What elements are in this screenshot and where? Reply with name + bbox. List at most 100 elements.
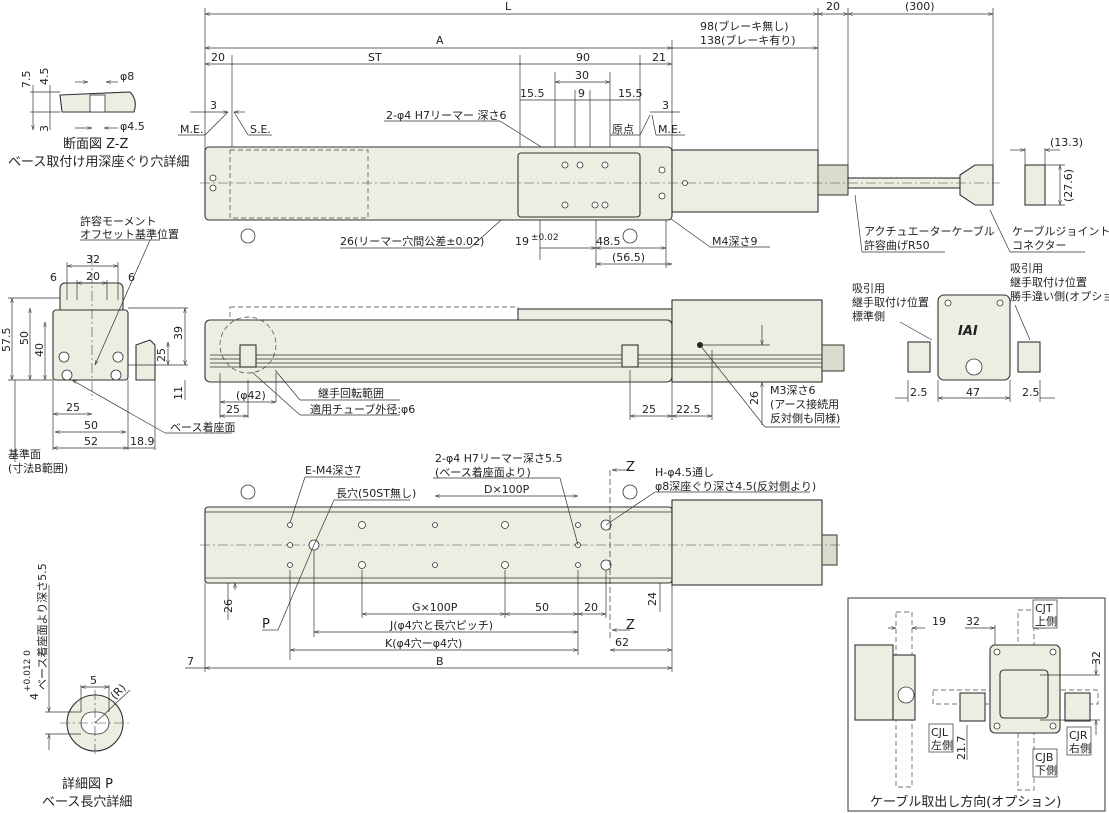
note-left-1: 吸引用 xyxy=(852,281,885,295)
iai-logo: IAI xyxy=(958,324,978,339)
detail-p: 5 (R) 4 +0.012 0 ベース着座面より深さ5.5 詳細図 P ベース… xyxy=(23,563,132,810)
note-rotation: 継手回転範囲 xyxy=(318,386,384,400)
section-marker-z-bottom: Z xyxy=(626,618,635,633)
section-subtitle: ベース取付け用深座ぐり穴詳細 xyxy=(8,154,189,170)
dim-K: K(φ4穴ーφ4穴) xyxy=(385,636,462,650)
dim-6b: 6 xyxy=(128,271,135,284)
label-cjr-side: 右側 xyxy=(1069,741,1091,755)
label-cjb-side: 下側 xyxy=(1035,764,1057,777)
label-me-1: M.E. xyxy=(180,123,203,136)
dim-phi42: (φ42) xyxy=(236,389,266,402)
dim-19-tol: ±0.02 xyxy=(531,233,559,243)
dim-4: 4 xyxy=(28,693,41,700)
dim-26: 26 xyxy=(222,599,235,613)
note-m3-2: (アース接続用 xyxy=(770,397,839,411)
side-view: (φ42) 25 継手回転範囲 適用チューブ外径:φ6 25 22.5 26 M… xyxy=(204,299,845,428)
dim-39: 39 xyxy=(172,326,185,340)
dim-18-9: 18.9 xyxy=(130,435,155,448)
note-reamer-2: (ベース着座面より) xyxy=(435,465,531,479)
dim-7-5: 7.5 xyxy=(20,71,33,89)
dim-phi4-5: φ4.5 xyxy=(120,120,145,133)
label-cjl: CJL xyxy=(931,726,949,739)
dim-57-5: 57.5 xyxy=(0,328,13,353)
note-h-1: H-φ4.5通し xyxy=(655,466,714,479)
bottom-view: E-M4深さ7 長穴(50ST無し) 2-φ4 H7リーマー深さ5.5 (ベース… xyxy=(185,452,840,672)
dim-40: 40 xyxy=(33,343,46,357)
detail-marker-p: P xyxy=(262,617,270,632)
label-cjt: CJT xyxy=(1035,602,1053,615)
section-zz: 7.5 4.5 3 φ8 φ4.5 断面図 Z-Z ベース取付け用深座ぐり穴詳細 xyxy=(8,68,189,171)
dim-2-5b: 2.5 xyxy=(1022,386,1040,399)
dim-9: 9 xyxy=(578,87,585,100)
note-moment-2: オフセット基準位置 xyxy=(80,227,179,241)
dim-25b: 25 xyxy=(642,403,656,416)
label-origin: 原点 xyxy=(612,123,634,136)
label-cjt-side: 上側 xyxy=(1035,615,1057,628)
note-tube: 適用チューブ外径:φ6 xyxy=(310,402,415,416)
dim-3: 3 xyxy=(38,125,51,132)
note-moment-1: 許容モーメント xyxy=(80,214,157,228)
dim-brake-off: 98(ブレーキ無し) xyxy=(700,19,789,33)
dim-3a: 3 xyxy=(210,99,217,112)
note-h-2: φ8深座ぐり深さ4.5(反対側より) xyxy=(655,479,816,493)
note-connector-2: コネクター xyxy=(1012,239,1067,252)
dim-J: J(φ4穴と長穴ピッチ) xyxy=(389,618,493,632)
dim-56-5: (56.5) xyxy=(612,251,645,264)
detail-subtitle: ベース長穴詳細 xyxy=(42,794,132,810)
dim-brake-on: 138(ブレーキ有り) xyxy=(700,33,796,47)
dim-50: 50 xyxy=(535,601,549,614)
cable-direction-title: ケーブル取出し方向(オプション) xyxy=(870,794,1061,810)
dim-24: 24 xyxy=(646,592,659,606)
label-me-2: M.E. xyxy=(658,123,681,136)
dim-20: 20 xyxy=(584,601,598,614)
dim-3b: 3 xyxy=(662,99,669,112)
note-right-2: 継手取付け位置 xyxy=(1010,275,1087,289)
dim-G: G×100P xyxy=(412,601,458,614)
dim-27-6: (27.6) xyxy=(1062,169,1075,202)
dim-48-5: 48.5 xyxy=(596,235,621,248)
dim-2-5a: 2.5 xyxy=(910,386,928,399)
note-m3-1: M3深さ6 xyxy=(770,384,816,397)
end-view: 32 6 20 6 57.5 50 40 39 25 11 25 50 52 1… xyxy=(0,214,235,475)
section-marker-z-top: Z xyxy=(626,460,635,475)
dim-62: 62 xyxy=(615,636,629,649)
note-cable-2: 許容曲げR50 xyxy=(864,238,930,252)
note-m4: M4深さ9 xyxy=(712,235,758,248)
dim-22-5: 22.5 xyxy=(676,403,701,416)
label-cjb: CJB xyxy=(1035,751,1053,764)
note-ref-2: (寸法B範囲) xyxy=(8,461,68,475)
note-reamer: 2-φ4 H7リーマー 深さ6 xyxy=(386,109,506,122)
note-left-2: 継手取付け位置 xyxy=(852,295,929,309)
note-tol26: 26(リーマー穴間公差±0.02) xyxy=(340,234,484,248)
dim-47: 47 xyxy=(966,386,980,399)
cable-direction-panel: 19 32 CJT 上側 32 CJL 左側 21.7 CJR 右側 CJB 下… xyxy=(847,597,1106,812)
dim-7: 7 xyxy=(187,655,194,668)
dim-20: 20 xyxy=(826,0,840,13)
dim-ST: ST xyxy=(368,51,382,64)
dim-5: 5 xyxy=(90,674,97,687)
dim-50: 50 xyxy=(84,419,98,432)
dim-19: 19 xyxy=(515,235,529,248)
dim-52: 52 xyxy=(84,435,98,448)
dim-25a: 25 xyxy=(226,403,240,416)
dim-21-7: 21.7 xyxy=(955,736,968,761)
dim-30: 30 xyxy=(575,69,589,82)
dim-4-5: 4.5 xyxy=(38,68,51,86)
note-connector-1: ケーブルジョイント xyxy=(1012,224,1109,238)
dim-300: (300) xyxy=(905,0,935,13)
dim-32: 32 xyxy=(86,253,100,266)
right-end-view: IAI 吸引用 継手取付け位置 標準側 吸引用 継手取付け位置 勝手違い側(オプ… xyxy=(852,261,1109,402)
dim-32b: 32 xyxy=(1090,651,1103,665)
dim-90: 90 xyxy=(576,51,590,64)
dim-50v: 50 xyxy=(18,331,31,345)
label-cjr: CJR xyxy=(1069,729,1088,742)
dim-21: 21 xyxy=(652,51,666,64)
dim-A: A xyxy=(436,34,444,47)
note-cable-1: アクチュエーターケーブル xyxy=(864,224,995,238)
dim-20a: 20 xyxy=(211,51,225,64)
dim-26: 26 xyxy=(748,391,761,405)
dim-13-3: (13.3) xyxy=(1050,136,1083,149)
dim-15-5a: 15.5 xyxy=(520,87,545,100)
dim-phi8: φ8 xyxy=(120,70,134,83)
